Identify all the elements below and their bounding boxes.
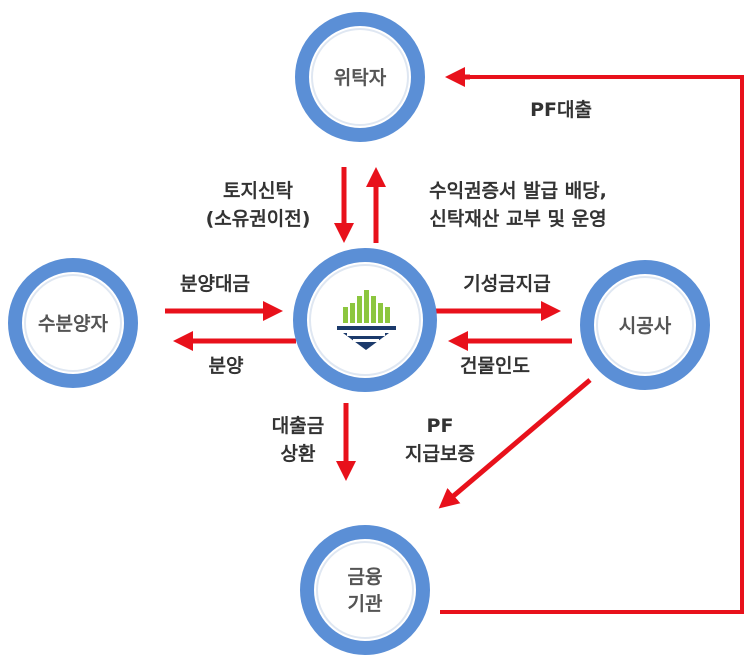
trustor-node: 위탁자 <box>295 12 425 142</box>
lender-label-line2: 기관 <box>348 593 383 615</box>
pf-guarantee-label-line1: PF <box>427 415 454 437</box>
pf-guarantee-label-line2: 지급보증 <box>405 443 475 465</box>
pf-loan-label: PF대출 <box>530 99 592 121</box>
buyer-node: 수분양자 <box>8 258 138 388</box>
lender-label-line1: 금융 <box>348 566 383 588</box>
pf-loan-connector <box>440 75 744 614</box>
beneficiary-label-line2: 신탁재산 교부 및 운영 <box>429 208 606 230</box>
center-trust-node <box>293 248 437 392</box>
construction-payment-label: 기성금지급 <box>463 273 550 295</box>
contractor-node: 시공사 <box>580 260 710 390</box>
sale-label: 분양 <box>209 355 244 377</box>
beneficiary-label-line1: 수익권증서 발급 배당, <box>429 180 607 202</box>
trust-company-logo-icon <box>337 290 396 350</box>
trustor-label: 위탁자 <box>334 67 387 89</box>
lender-node: 금융 기관 <box>300 525 430 655</box>
land-trust-label-line2: (소유권이전) <box>206 208 311 230</box>
land-trust-label-line1: 토지신탁 <box>223 180 293 202</box>
contractor-label: 시공사 <box>619 315 672 337</box>
pf-guarantee-arrow <box>438 378 592 509</box>
sale-price-label: 분양대금 <box>180 273 250 295</box>
loan-repayment-label-line2: 상환 <box>281 443 316 465</box>
building-handover-label: 건물인도 <box>460 355 530 377</box>
buyer-label: 수분양자 <box>38 313 108 335</box>
loan-repayment-label-line1: 대출금 <box>272 415 324 437</box>
